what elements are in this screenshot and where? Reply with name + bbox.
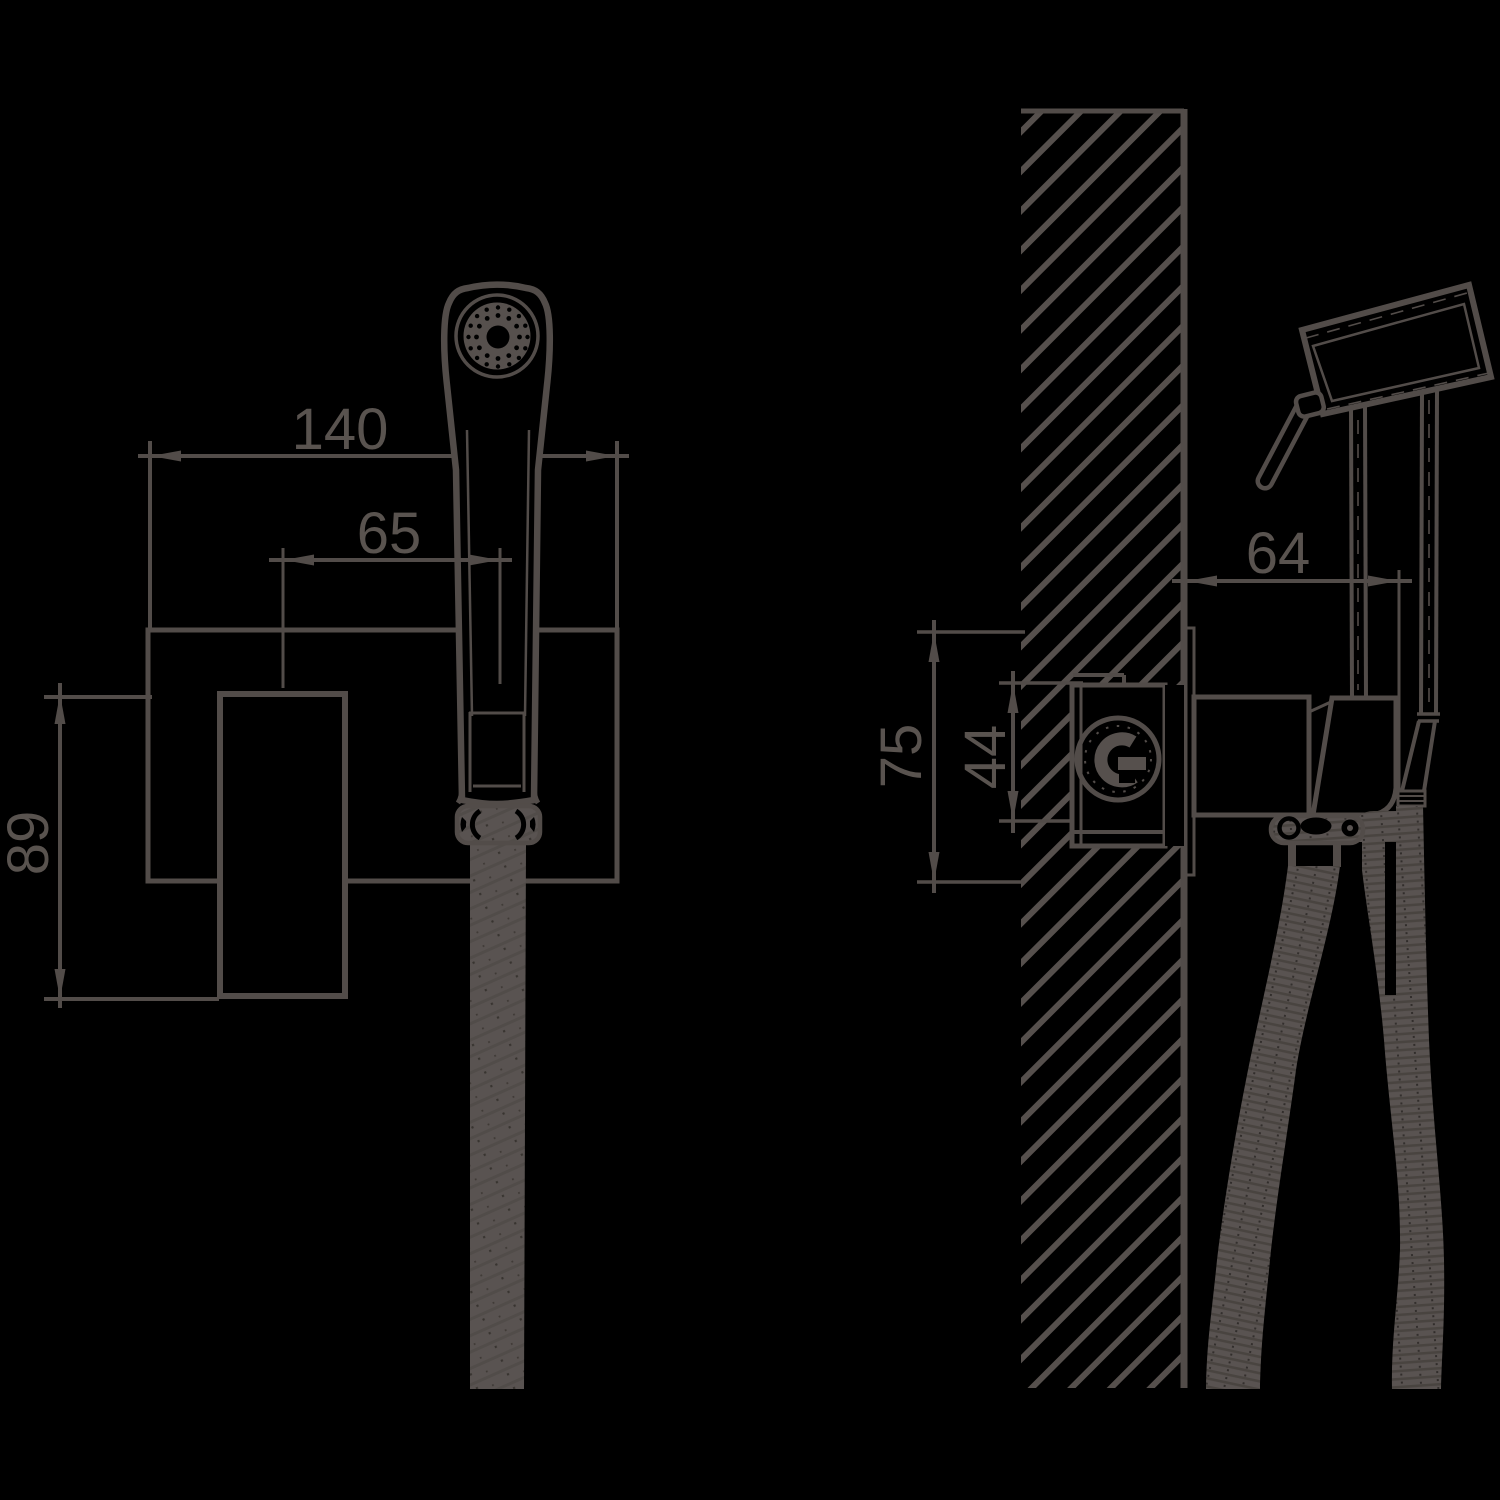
svg-text:65: 65 (357, 501, 422, 566)
svg-text:140: 140 (292, 397, 389, 462)
svg-text:44: 44 (953, 725, 1018, 790)
svg-text:64: 64 (1246, 521, 1311, 586)
svg-text:89: 89 (0, 811, 61, 876)
svg-text:75: 75 (869, 724, 934, 789)
